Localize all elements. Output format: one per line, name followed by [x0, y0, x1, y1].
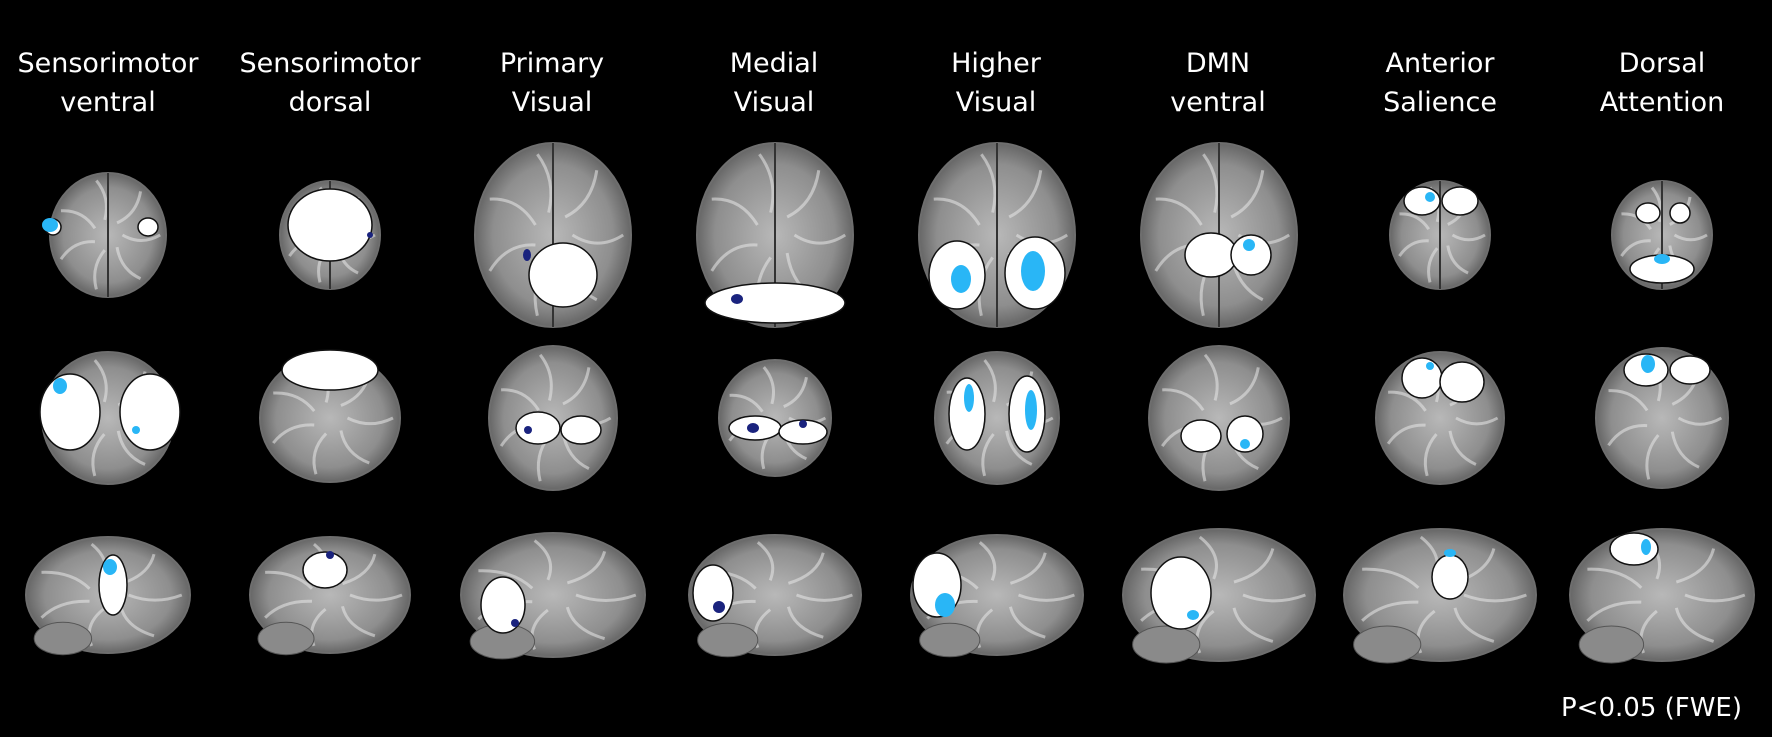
significant-cluster: [367, 232, 373, 238]
network-mask: [137, 217, 159, 237]
network-mask: [1439, 361, 1485, 403]
slice-axial-0: [42, 172, 167, 298]
network-mask: [1401, 357, 1443, 399]
significant-cluster: [747, 423, 759, 433]
significant-cluster: [1243, 239, 1255, 251]
network-mask: [1635, 202, 1661, 224]
slice-sagittal-2: [460, 532, 646, 660]
slice-coronal-4: [934, 351, 1060, 485]
network-mask: [1184, 232, 1238, 278]
slice-sagittal-1: [249, 536, 411, 656]
slice-axial-2: [474, 142, 632, 328]
slice-sagittal-4: [910, 534, 1084, 658]
significant-cluster: [713, 601, 725, 613]
significant-cluster: [731, 294, 743, 304]
slice-sagittal-7: [1569, 528, 1755, 664]
network-mask: [281, 349, 379, 391]
network-mask: [1226, 415, 1264, 453]
network-mask: [528, 242, 598, 308]
significant-cluster: [523, 249, 531, 261]
slice-coronal-0: [39, 351, 181, 485]
network-mask: [287, 188, 373, 262]
significant-cluster: [964, 384, 974, 412]
network-mask: [1441, 186, 1479, 216]
significant-cluster: [511, 619, 519, 627]
significant-cluster: [326, 551, 334, 559]
significant-cluster: [103, 559, 117, 575]
network-mask: [1150, 556, 1212, 630]
significant-cluster: [1025, 390, 1037, 430]
slice-axial-6: [1389, 180, 1491, 290]
slice-axial-1: [279, 180, 381, 290]
p-value-caption: P<0.05 (FWE): [1561, 693, 1742, 723]
significant-cluster: [1654, 254, 1670, 264]
network-mask: [1669, 202, 1691, 224]
network-mask: [302, 551, 348, 589]
network-mask: [480, 576, 526, 634]
significant-cluster: [1426, 362, 1434, 370]
network-mask: [119, 373, 181, 451]
network-mask: [39, 373, 101, 451]
network-mask: [1669, 355, 1711, 385]
significant-cluster: [42, 218, 58, 232]
significant-cluster: [524, 426, 532, 434]
slice-coronal-7: [1595, 347, 1729, 489]
network-mask: [1230, 234, 1272, 276]
slice-axial-4: [918, 142, 1076, 328]
slice-coronal-6: [1375, 351, 1505, 485]
slice-axial-5: [1140, 142, 1298, 328]
network-mask: [1180, 419, 1222, 453]
slice-sagittal-0: [25, 536, 191, 656]
slice-coronal-1: [259, 349, 401, 483]
slice-coronal-2: [488, 345, 618, 491]
significant-cluster: [1444, 549, 1456, 557]
network-mask: [515, 411, 561, 445]
network-mask: [1431, 554, 1469, 600]
significant-cluster: [1641, 355, 1655, 373]
significant-cluster: [1641, 539, 1651, 555]
network-mask: [1403, 186, 1441, 216]
network-mask: [560, 415, 602, 445]
significant-cluster: [935, 593, 955, 617]
significant-cluster: [1021, 251, 1045, 291]
significant-cluster: [799, 420, 807, 428]
slice-sagittal-3: [688, 534, 862, 658]
significant-cluster: [1425, 192, 1435, 202]
slice-axial-7: [1611, 180, 1713, 290]
slice-sagittal-5: [1122, 528, 1316, 664]
network-mask: [692, 564, 734, 622]
network-mask: [704, 282, 846, 324]
slice-axial-3: [696, 142, 854, 328]
significant-cluster: [53, 378, 67, 394]
significant-cluster: [132, 426, 140, 434]
slice-sagittal-6: [1343, 528, 1537, 664]
slice-coronal-3: [718, 359, 832, 477]
significant-cluster: [951, 265, 971, 293]
significant-cluster: [1240, 439, 1250, 449]
network-mask: [948, 377, 986, 451]
significant-cluster: [1187, 610, 1199, 620]
slice-coronal-5: [1148, 345, 1290, 491]
